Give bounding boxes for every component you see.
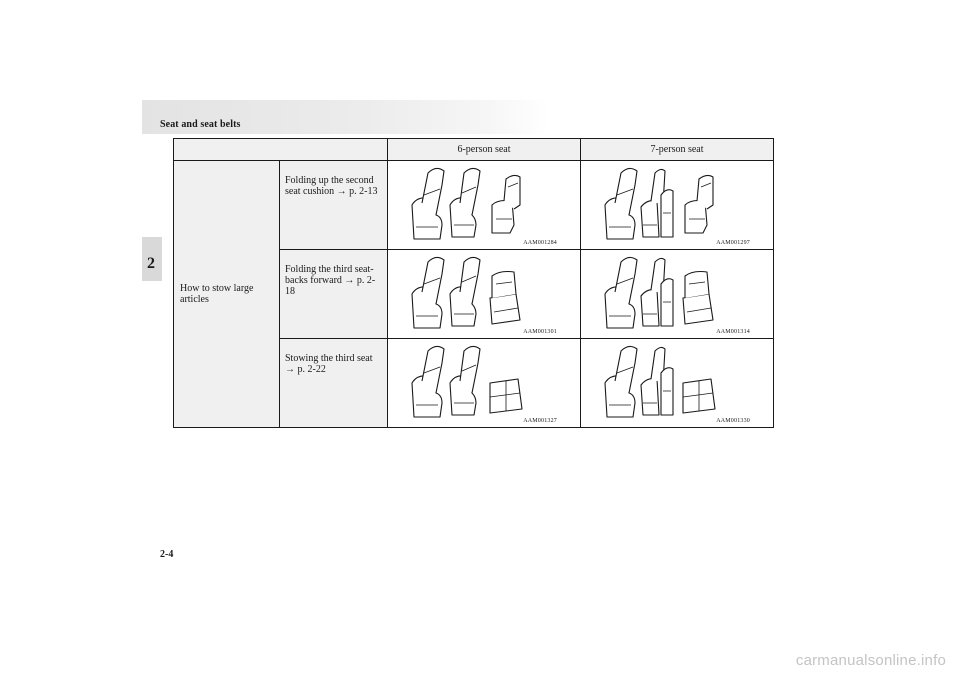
seat-illustration: [411, 256, 521, 329]
seat-icon: [411, 167, 445, 240]
illustration-cell: AAM001327: [387, 338, 581, 428]
illustration-code: AAM001284: [523, 240, 557, 246]
seat-icon: [604, 256, 638, 329]
seat-icon: [604, 345, 638, 418]
seat-illustration: [604, 256, 714, 329]
chapter-number: 2: [147, 255, 155, 272]
illustration-code: AAM001297: [716, 240, 750, 246]
illustration-cell: AAM001284: [387, 160, 581, 250]
seat-icon: [684, 174, 714, 234]
table-row: Stowing the third seat → p. 2-22: [174, 338, 774, 428]
illustration-cell: AAM001297: [580, 160, 774, 250]
table-row: How to stow large articles Folding up th…: [173, 160, 774, 428]
seat-illustration: [411, 345, 523, 418]
watermark: carmanualsonline.info: [795, 652, 946, 669]
seat-icon: [489, 270, 521, 325]
illustration-code: AAM001314: [716, 329, 750, 335]
seat-icon: [682, 270, 714, 325]
illustration-cell: AAM001301: [387, 249, 581, 339]
seat-icon: [449, 345, 481, 416]
seat-icon: [491, 174, 521, 234]
seat-illustration: [604, 345, 716, 418]
seat-icon: [489, 378, 523, 414]
header-band: [142, 100, 548, 134]
column-header-6-person: 6-person seat: [387, 138, 581, 161]
seat-icon: [604, 167, 638, 240]
procedure-cell: Folding up the second seat cushion → p. …: [279, 160, 388, 250]
page-number: 2-4: [160, 549, 174, 560]
seat-illustration: [411, 167, 521, 240]
seat-stowing-table: 6-person seat 7-person seat How to stow …: [173, 138, 774, 428]
procedure-cell: Stowing the third seat → p. 2-22: [279, 338, 388, 428]
table-row: Folding the third seat-backs forward → p…: [174, 249, 774, 339]
seat-illustration: [604, 167, 714, 240]
seat-icon: [449, 256, 481, 327]
column-header-7-person: 7-person seat: [580, 138, 774, 161]
seat-icon: [449, 167, 481, 238]
chapter-tab: [142, 237, 162, 281]
seat-icon: [640, 346, 674, 416]
seat-icon: [640, 257, 674, 327]
illustration-cell: AAM001330: [580, 338, 774, 428]
category-cell: How to stow large articles: [173, 160, 280, 428]
seat-icon: [411, 345, 445, 418]
procedure-cell: Folding the third seat-backs forward → p…: [279, 249, 388, 339]
illustration-code: AAM001301: [523, 329, 557, 335]
illustration-code: AAM001330: [716, 418, 750, 424]
illustration-cell: AAM001314: [580, 249, 774, 339]
header-empty-cell: [173, 138, 388, 161]
seat-icon: [640, 168, 674, 238]
seat-icon: [682, 378, 716, 414]
section-title: Seat and seat belts: [160, 119, 241, 130]
illustration-code: AAM001327: [523, 418, 557, 424]
table-header-row: 6-person seat 7-person seat: [173, 138, 774, 161]
seat-icon: [411, 256, 445, 329]
